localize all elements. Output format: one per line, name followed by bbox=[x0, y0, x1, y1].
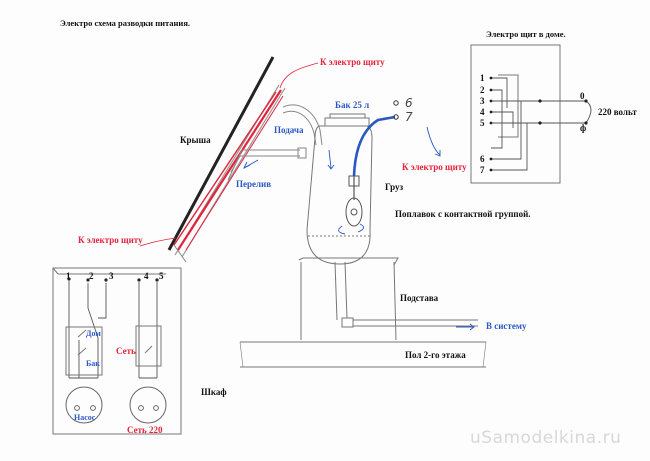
cabinet-box bbox=[52, 267, 182, 435]
collector-pipes bbox=[173, 84, 286, 263]
label-tank: Бак 25 л bbox=[335, 100, 370, 110]
overflow-pipe bbox=[227, 147, 307, 181]
diagram-title: Электро схема разводки питания. bbox=[60, 18, 191, 28]
label-house: Дом bbox=[86, 329, 101, 338]
panel-terminal-2: 2 bbox=[480, 85, 485, 95]
supply-pipe bbox=[282, 104, 323, 146]
float-assembly bbox=[345, 100, 399, 227]
label-to-panel-left: К электро щиту bbox=[78, 235, 143, 245]
panel-terminal-1: 1 bbox=[480, 73, 485, 83]
label-float: Поплавок с контактной группой. bbox=[395, 209, 531, 219]
label-phase: ф bbox=[580, 123, 587, 133]
flow-arrows bbox=[242, 126, 475, 331]
label-to-panel-top: К электро щиту bbox=[320, 57, 385, 67]
label-to-panel-mid: К электро щиту bbox=[402, 162, 467, 172]
label-to-system: В систему bbox=[486, 321, 527, 331]
cabinet-sockets bbox=[65, 386, 167, 424]
label-supply: Подача bbox=[274, 125, 304, 135]
label-contact-6: 6 bbox=[405, 96, 413, 110]
wire-to-panel-left bbox=[139, 237, 177, 247]
cabinet-terminal-5: 5 bbox=[159, 271, 164, 281]
panel-terminal-3: 3 bbox=[480, 96, 485, 106]
panel-terminal-5: 5 bbox=[480, 118, 485, 128]
house-panel-box bbox=[470, 44, 561, 184]
house-panel-dots bbox=[489, 76, 588, 172]
watermark: uSamodelkina.ru bbox=[470, 428, 622, 448]
label-roof: Крыша bbox=[180, 135, 211, 145]
panel-terminal-4: 4 bbox=[480, 107, 485, 117]
label-network: Сеть bbox=[116, 346, 136, 356]
label-floor: Пол 2-го этажа bbox=[405, 350, 466, 360]
cabinet-terminal-dots bbox=[67, 277, 159, 282]
label-cabinet: Шкаф bbox=[201, 387, 227, 397]
panel-terminal-7: 7 bbox=[480, 165, 485, 175]
floor bbox=[239, 341, 487, 368]
panel-terminal-6: 6 bbox=[480, 154, 485, 164]
stand bbox=[298, 257, 478, 341]
label-weight: Груз bbox=[385, 182, 404, 192]
cabinet-switches bbox=[65, 325, 162, 376]
cabinet-terminal-4: 4 bbox=[144, 271, 149, 281]
label-contact-7: 7 bbox=[405, 110, 413, 124]
label-220-volt: 220 вольт bbox=[598, 107, 637, 117]
label-network-220: Сеть 220 bbox=[127, 425, 163, 435]
wire-to-panel-top bbox=[279, 62, 319, 89]
tank bbox=[306, 113, 373, 265]
roof-line bbox=[167, 56, 275, 251]
label-pump: Насос bbox=[74, 413, 96, 422]
label-zero: 0 bbox=[580, 91, 585, 101]
cabinet-terminal-3: 3 bbox=[109, 271, 114, 281]
cabinet-terminal-1: 1 bbox=[66, 271, 71, 281]
cabinet-wiring bbox=[68, 281, 158, 379]
cabinet-terminal-2: 2 bbox=[89, 271, 94, 281]
label-stand: Подстава bbox=[400, 293, 439, 303]
label-overflow: Перелив bbox=[236, 179, 272, 189]
label-tank-switch: Бак bbox=[86, 359, 100, 368]
panel-title: Электро щит в доме. bbox=[486, 29, 566, 39]
